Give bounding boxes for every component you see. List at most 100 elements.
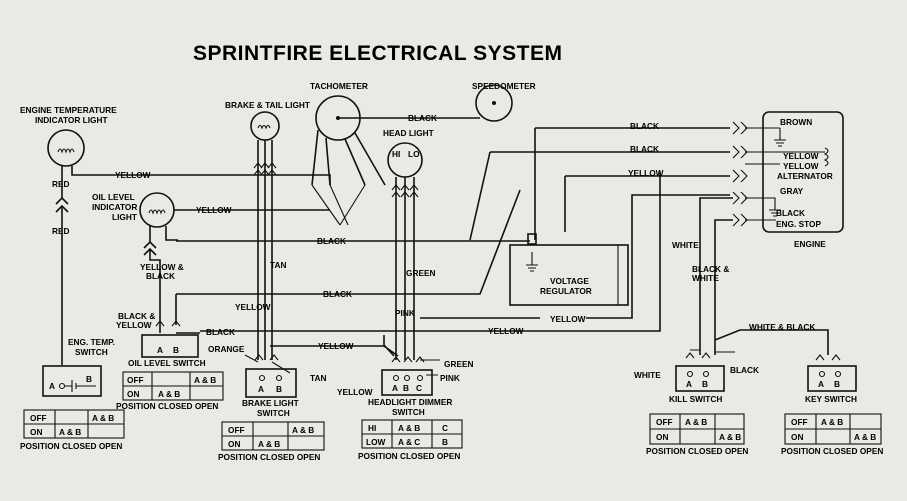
- brake-switch-label-1: BRAKE LIGHT: [242, 398, 299, 408]
- kill-row2-pos: ON: [656, 432, 668, 442]
- brake-tail-connector-icon: [253, 162, 277, 176]
- oil-light-label-1: OIL LEVEL: [92, 192, 135, 202]
- key-term-b-icon: [834, 370, 842, 378]
- alternator-label: ALTERNATOR: [777, 171, 833, 181]
- black-wire-label-1: BLACK: [630, 121, 659, 131]
- white-black-label: WHITE & BLACK: [749, 322, 815, 332]
- dimmer-term-c-icon: [416, 374, 424, 382]
- oil-level-switch-label: OIL LEVEL SWITCH: [128, 358, 206, 368]
- eng-temp-term-a-icon: [58, 382, 66, 390]
- yellow-wire-to-alternator-2: [586, 194, 730, 319]
- engine-temp-light-label-1: ENGINE TEMPERATURE: [20, 105, 117, 115]
- brake-switch-term-b-icon: [275, 374, 283, 382]
- oil-switch-term-a: A: [157, 345, 163, 355]
- brake-footer: POSITION CLOSED OPEN: [218, 452, 320, 462]
- key-term-a: A: [818, 379, 824, 389]
- dimmer-yellow-leads: [383, 335, 399, 357]
- oil-light-yellow-black-wire: [143, 226, 161, 333]
- black-white-label-1: BLACK &: [692, 264, 729, 274]
- green-wire-label-dim: GREEN: [444, 359, 474, 369]
- black-wire-label-eng: BLACK: [776, 208, 805, 218]
- speedometer-gauge-icon: [475, 84, 513, 122]
- tachometer-label: TACHOMETER: [310, 81, 368, 91]
- headlight-dimmer-switch: YELLOW GREEN PINK A B C HEADLIGHT DIMMER…: [337, 335, 474, 417]
- brake-switch-box: [245, 368, 297, 398]
- kill-row1-closed: A & B: [685, 417, 707, 427]
- brake-light-switch-table: OFF A & B ON A & B POSITION CLOSED OPEN: [218, 421, 325, 462]
- eng-temp-row2-closed: A & B: [59, 427, 81, 437]
- brake-row2-pos: ON: [228, 439, 240, 449]
- head-light-connector-icon: [391, 184, 419, 198]
- oil-light-filament-icon: [148, 209, 166, 215]
- tach-crossing-wires: [311, 184, 366, 226]
- oil-level-switch: BLACK & YELLOW BLACK A B OIL LEVEL SWITC…: [116, 294, 235, 368]
- gray-ground-icon: [745, 197, 781, 217]
- brake-row1-pos: OFF: [228, 425, 245, 435]
- head-light-label: HEAD LIGHT: [383, 128, 434, 138]
- eng-temp-row1-open: A & B: [92, 413, 114, 423]
- dimmer-row1-closed: A & B: [398, 423, 420, 433]
- black-wire-label-2: BLACK: [630, 144, 659, 154]
- eng-stop-label: ENG. STOP: [776, 219, 821, 229]
- engine-ground-icon: [745, 127, 786, 147]
- eng-temp-row2-pos: ON: [30, 427, 42, 437]
- dimmer-row2-open: B: [442, 437, 448, 447]
- black-wire-label-4: BLACK: [323, 289, 352, 299]
- brake-tail-filament-icon: [257, 124, 271, 130]
- dimmer-row2-closed: A & C: [398, 437, 420, 447]
- kill-term-a-icon: [686, 370, 694, 378]
- dimmer-term-a-icon: [392, 374, 400, 382]
- black-wire-label-oilsw: BLACK: [206, 327, 235, 337]
- brake-switch-label-2: SWITCH: [257, 408, 290, 418]
- oil-switch-term-b: B: [173, 345, 179, 355]
- brake-switch-term-a: A: [258, 384, 264, 394]
- yellow-wire-label-long: YELLOW: [488, 326, 524, 336]
- speedometer-label: SPEEDOMETER: [472, 81, 536, 91]
- brake-switch-term-b: B: [276, 384, 282, 394]
- regulator-ground-icon: [526, 252, 538, 272]
- key-footer: POSITION CLOSED OPEN: [781, 446, 883, 456]
- kill-row2-open: A & B: [719, 432, 741, 442]
- speedometer-pivot-icon: [492, 101, 496, 105]
- red-wire: [55, 166, 69, 365]
- black-white-label-2: WHITE: [692, 273, 719, 283]
- kill-term-b-icon: [702, 370, 710, 378]
- dimmer-green-pink-leads: [420, 359, 440, 376]
- eng-temp-switch-box: [42, 365, 102, 397]
- dimmer-term-c: C: [416, 383, 422, 393]
- dimmer-footer: POSITION CLOSED OPEN: [358, 451, 460, 461]
- dimmer-term-b-icon: [403, 374, 411, 382]
- regulator-terminal-icon: [527, 233, 537, 245]
- headlight-dimmer-table: HI A & B C LOW A & C B POSITION CLOSED O…: [358, 419, 463, 461]
- yellow-wire-label-alt: YELLOW: [628, 168, 664, 178]
- dimmer-row2-pos: LOW: [366, 437, 386, 447]
- oil-light-bulb-icon: [139, 192, 175, 228]
- dimmer-term-b: B: [403, 383, 409, 393]
- white-wire-label-kill: WHITE: [672, 240, 699, 250]
- tachometer-wires: [311, 129, 386, 186]
- dimmer-switch-label-2: SWITCH: [392, 407, 425, 417]
- black-wire-label-killsw: BLACK: [730, 365, 759, 375]
- engine-temp-bulb-icon: [47, 129, 85, 167]
- key-row2-open: A & B: [854, 432, 876, 442]
- red-wire-label-lower: RED: [52, 226, 70, 236]
- kill-switch-connector-icon: [685, 352, 711, 359]
- engine-outline: [762, 111, 844, 233]
- black-yellow-label-1: BLACK &: [118, 311, 155, 321]
- key-term-a-icon: [818, 370, 826, 378]
- kill-switch-wires: [699, 197, 733, 355]
- eng-temp-footer: POSITION CLOSED OPEN: [20, 441, 122, 451]
- green-wire-label: GREEN: [406, 268, 436, 278]
- oil-switch-connector-icon: [155, 320, 181, 327]
- eng-temp-term-a: A: [49, 381, 55, 391]
- oil-row1-pos: OFF: [127, 375, 144, 385]
- key-row2-pos: ON: [791, 432, 803, 442]
- kill-switch-leads: [690, 349, 735, 353]
- yellow-wire-label-eng-2: YELLOW: [783, 161, 819, 171]
- oil-level-switch-table: OFF A & B ON A & B POSITION CLOSED OPEN: [116, 371, 224, 411]
- brake-light-switch: ORANGE TAN A B BRAKE LIGHT SWITCH: [208, 344, 326, 418]
- head-light-wires: [395, 177, 415, 360]
- key-row1-closed: A & B: [821, 417, 843, 427]
- tan-wire-label-sw: TAN: [310, 373, 326, 383]
